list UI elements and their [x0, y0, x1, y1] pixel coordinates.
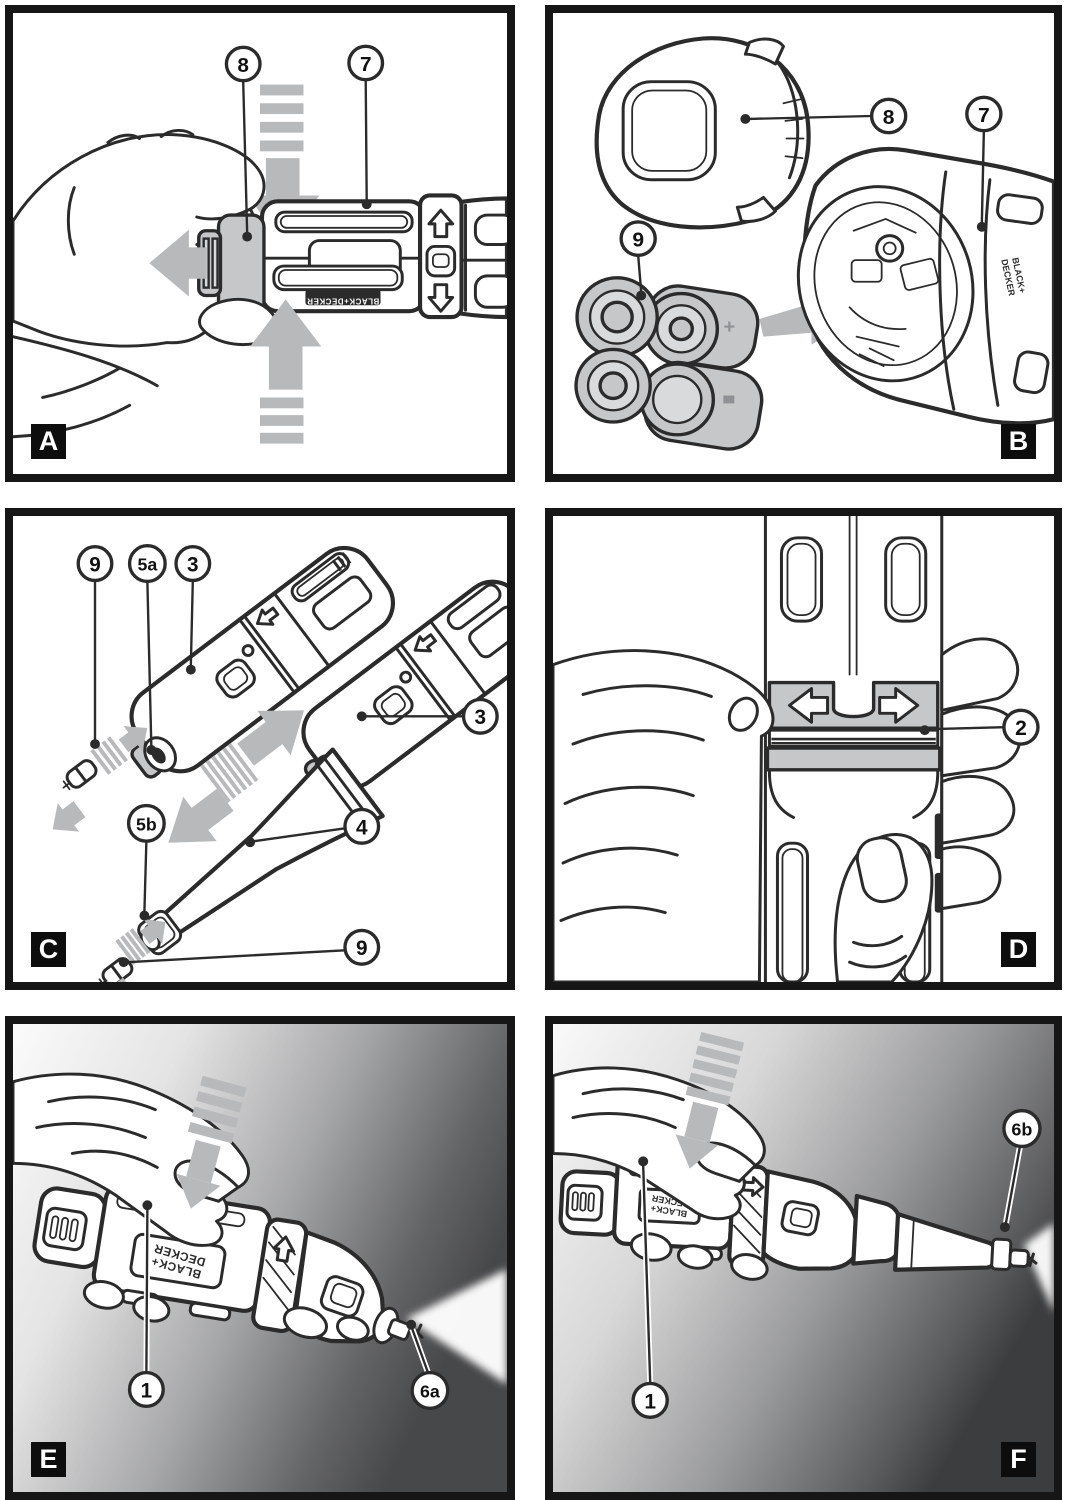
callout-5b: 5b [126, 803, 166, 921]
led-beam [406, 1268, 507, 1385]
right-fingers-illustration [940, 637, 1022, 911]
panel-d-illustration: 2 [553, 516, 1040, 982]
panel-c: 9 5a 3 3 4 [5, 508, 515, 990]
index-fingernail [727, 696, 759, 732]
svg-text:2: 2 [1015, 717, 1027, 740]
svg-text:7: 7 [360, 53, 372, 76]
svg-text:4: 4 [356, 816, 368, 839]
svg-text:9: 9 [89, 553, 101, 576]
hand-illustration [553, 1066, 769, 1281]
svg-text:1: 1 [644, 1390, 656, 1413]
panel-c-illustration: 9 5a 3 3 4 [52, 544, 507, 982]
lower-bit-illustration [98, 957, 134, 982]
svg-text:8: 8 [883, 106, 895, 129]
callout-6b: 6b [999, 1108, 1042, 1233]
thumbnail [855, 836, 908, 904]
callout-9-bottom: 9 [118, 928, 381, 968]
left-hand-illustration [553, 649, 775, 982]
callout-3-top: 3 [174, 545, 212, 675]
thumb-illustration [833, 833, 934, 982]
upper-bit-illustration [52, 726, 148, 832]
panel-a: BLACK+DECKER [5, 5, 515, 482]
svg-text:5b: 5b [136, 814, 157, 834]
panel-d-letter: D [1008, 934, 1029, 964]
panel-d: 2 D [545, 508, 1062, 990]
svg-text:5a: 5a [137, 555, 158, 575]
screwdriver-illustration: BLACK+ DECKER [32, 1183, 424, 1345]
brand-label: BLACK+DECKER [307, 296, 380, 305]
belt-clip-illustration [765, 680, 942, 772]
battery-plus-mark: + [724, 316, 736, 338]
battery-minus-mark [723, 395, 735, 404]
housing-illustration: BLACK+ DECKER [796, 146, 1054, 426]
vent-grille-icon [331, 552, 352, 572]
svg-text:9: 9 [632, 229, 644, 252]
screwdriver-right-illustration [301, 579, 507, 794]
panel-b-letter: B [1008, 426, 1029, 456]
extension-shaft-illustration [98, 747, 385, 982]
led-beam [1023, 1223, 1054, 1313]
svg-text:8: 8 [237, 54, 249, 77]
press-arrow-icon [176, 1075, 247, 1209]
panel-f-label-badge: F [1001, 1442, 1036, 1477]
panel-b: + BLACK+ [545, 5, 1062, 482]
press-up-arrow-icon [250, 299, 322, 444]
callout-8: 8 [224, 45, 262, 242]
panel-f: BLACK+ DECKER [545, 1016, 1062, 1500]
callout-9-top: 9 [76, 545, 114, 749]
panel-a-illustration: BLACK+DECKER [13, 44, 507, 444]
callout-4: 4 [245, 807, 381, 848]
callout-8: 8 [740, 97, 908, 135]
callout-1: 1 [127, 1200, 165, 1409]
panel-e-label-badge: E [31, 1442, 66, 1477]
svg-text:6b: 6b [1011, 1120, 1032, 1140]
callout-7: 7 [347, 44, 385, 210]
panel-d-label-badge: D [1001, 932, 1036, 967]
svg-text:6a: 6a [420, 1381, 441, 1401]
svg-text:3: 3 [475, 706, 487, 729]
panel-b-illustration: + BLACK+ [574, 36, 1054, 451]
panel-c-letter: C [38, 934, 59, 964]
battery-cap-illustration [594, 36, 811, 230]
slide-double-arrow-icon [168, 710, 305, 843]
svg-text:9: 9 [356, 937, 368, 960]
screwdriver-illustration: BLACK+DECKER [259, 193, 507, 320]
panel-a-label-badge: A [31, 424, 66, 459]
callout-7: 7 [965, 95, 1003, 232]
clip-left-arrow-icon [787, 687, 830, 724]
svg-text:1: 1 [141, 1379, 153, 1402]
clip-right-arrow-icon [878, 687, 920, 724]
callout-6a: 6a [406, 1319, 450, 1411]
callout-1: 1 [631, 1156, 669, 1420]
panel-a-letter: A [38, 426, 59, 456]
press-arrow-icon [675, 1031, 745, 1169]
callout-9: 9 [619, 220, 657, 301]
batteries-illustration: + [574, 276, 764, 451]
panel-e-letter: E [39, 1444, 58, 1474]
svg-text:7: 7 [978, 104, 990, 127]
callout-3-right: 3 [356, 697, 499, 735]
panel-f-illustration: BLACK+ DECKER [553, 1024, 1054, 1492]
panel-c-label-badge: C [31, 932, 66, 967]
slide-left-arrow-icon [149, 229, 207, 297]
panel-e: BLACK+ DECKER [5, 1016, 515, 1500]
callout-2: 2 [919, 708, 1040, 746]
panel-f-letter: F [1010, 1444, 1027, 1474]
svg-text:3: 3 [187, 553, 199, 576]
panel-e-illustration: BLACK+ DECKER [13, 1024, 507, 1492]
callout-5a: 5a [127, 544, 167, 755]
screwdriver-left-illustration [129, 545, 396, 779]
panel-b-label-badge: B [1001, 424, 1036, 459]
